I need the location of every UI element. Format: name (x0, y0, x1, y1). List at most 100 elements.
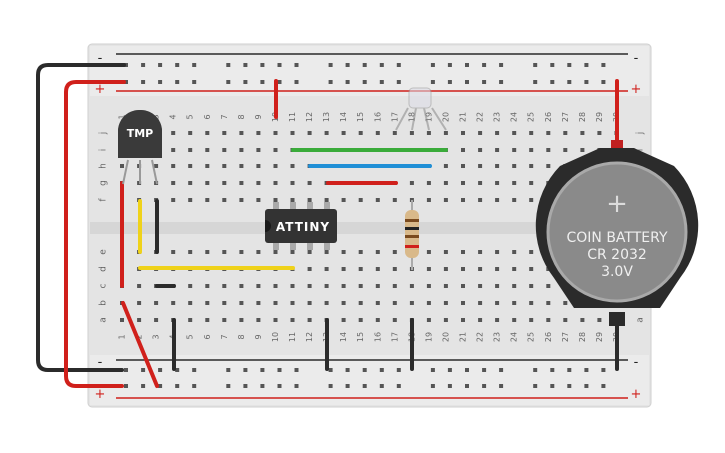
hole (597, 318, 602, 322)
black-outer-wire (36, 63, 126, 372)
hole (256, 301, 261, 305)
rail-hole (550, 63, 555, 67)
rail-symbol-bottom-minus-left: - (98, 355, 103, 370)
hole (324, 267, 329, 271)
column-number: 3 (152, 334, 161, 339)
hole (461, 301, 465, 305)
resistor-band-4 (405, 245, 419, 248)
column-number: 29 (595, 332, 604, 342)
column-number: 7 (220, 114, 229, 119)
chip-pin (324, 202, 330, 210)
hole (273, 284, 278, 288)
rail-hole (345, 63, 350, 67)
rail-hole (447, 368, 452, 372)
hole (426, 250, 431, 254)
hole (290, 164, 295, 168)
hole (495, 250, 500, 254)
hole (495, 318, 500, 322)
column-number: 8 (237, 334, 246, 339)
rail-hole (482, 80, 487, 84)
rail-hole (601, 63, 606, 67)
rail-hole (362, 384, 367, 388)
column-number: 6 (203, 334, 212, 339)
hole (239, 164, 244, 168)
rail-hole (584, 368, 589, 372)
hole (495, 131, 500, 135)
rail-hole (465, 80, 469, 84)
rail-hole (141, 63, 146, 67)
hole (273, 318, 278, 322)
hole (529, 181, 534, 185)
hole (188, 131, 193, 135)
column-number: 1 (118, 334, 127, 339)
hole (239, 198, 244, 202)
hole (512, 198, 517, 202)
hole (205, 318, 210, 322)
row-letter: a (99, 317, 109, 323)
rail-hole (396, 63, 401, 67)
hole (341, 198, 346, 202)
rail-hole (447, 80, 452, 84)
rail-hole (362, 368, 367, 372)
hole (358, 267, 363, 271)
led-lead-4 (431, 107, 447, 131)
hole (495, 267, 500, 271)
column-number: 29 (595, 112, 604, 122)
hole (426, 301, 431, 305)
hole (546, 284, 551, 288)
hole (290, 131, 295, 135)
hole (324, 301, 329, 305)
chip-label: ATTINY (276, 220, 330, 234)
column-number: 5 (186, 114, 195, 119)
column-number: 24 (510, 112, 519, 122)
hole (546, 131, 551, 135)
hole (154, 164, 159, 168)
hole (188, 148, 193, 152)
hole (597, 131, 602, 135)
hole (426, 318, 431, 322)
resistor[interactable] (405, 200, 419, 270)
hole (273, 301, 278, 305)
rail-hole (192, 63, 197, 67)
hole (375, 284, 380, 288)
coin-battery[interactable]: + COIN BATTERY CR 2032 3.0V (535, 140, 699, 326)
hole (392, 250, 397, 254)
chip-pin (290, 202, 296, 210)
hole (495, 164, 500, 168)
rgb-led[interactable] (395, 87, 447, 131)
hole (495, 148, 500, 152)
rail-hole (175, 63, 180, 67)
rail-hole (328, 368, 333, 372)
row-letter: b (99, 300, 109, 306)
rail-symbol-top-minus-left: - (98, 51, 103, 66)
column-number: 13 (322, 112, 331, 122)
column-number: 5 (186, 334, 195, 339)
rail-hole (260, 368, 265, 372)
hole (205, 198, 210, 202)
rail-hole (447, 63, 452, 67)
rail-hole (260, 384, 265, 388)
rail-hole (141, 384, 146, 388)
rail-hole (226, 80, 231, 84)
rail-hole (158, 63, 163, 67)
hole (375, 131, 380, 135)
hole (256, 181, 261, 185)
hole (324, 131, 329, 135)
temperature-sensor[interactable]: TMP (118, 110, 162, 185)
hole (495, 181, 500, 185)
hole (188, 181, 193, 185)
attiny-chip[interactable]: ATTINY (265, 202, 337, 250)
chip-pin (307, 242, 313, 250)
hole (222, 181, 227, 185)
column-number: 19 (424, 112, 433, 122)
battery-bottom-terminal (609, 312, 625, 326)
column-number: 10 (271, 332, 280, 342)
rail-symbol-top-plus-right: + (631, 82, 642, 97)
led-lead-1 (395, 107, 409, 131)
battery-label-line1: COIN BATTERY (566, 230, 667, 246)
hole (512, 301, 517, 305)
hole (188, 250, 193, 254)
rail-symbol-bottom-plus-left: + (95, 387, 106, 402)
hole (426, 267, 431, 271)
rail-hole (175, 384, 180, 388)
